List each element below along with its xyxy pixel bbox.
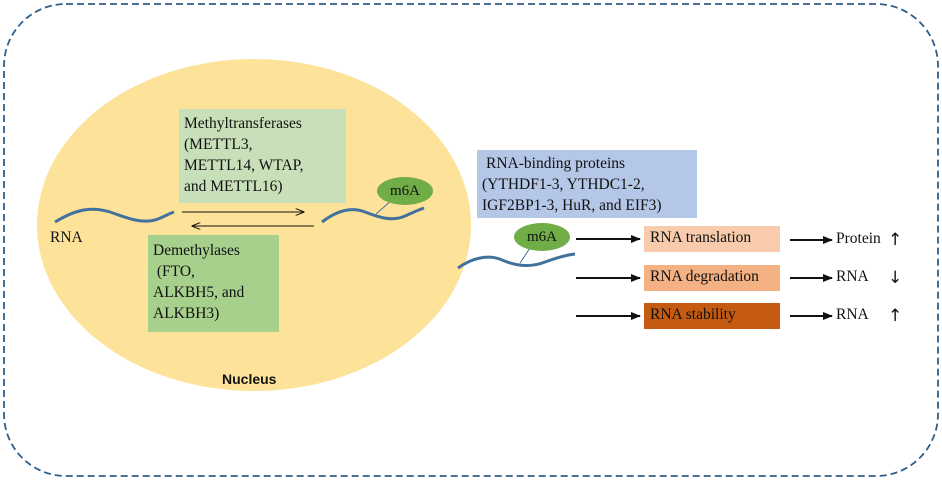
rbp-line: RNA-binding proteins [486, 155, 626, 172]
rna-binding-proteins-box: RNA-binding proteins (YTHDF1-3, YTHDC1-2… [477, 150, 697, 218]
up-arrow-icon: ↑ [888, 230, 903, 250]
result-rna-stability: RNA [836, 306, 869, 323]
m6a-marker-nucleus: m6A [377, 177, 433, 205]
methyltransferases-line: and METTL16) [184, 178, 283, 195]
rbp-line: (YTHDF1-3, YTHDC1-2, [482, 176, 645, 193]
demethylases-box: Demethylases (FTO, ALKBH5, and ALKBH3) [148, 235, 279, 332]
up-arrow-icon: ↑ [888, 306, 903, 326]
demethylases-line: ALKBH5, and [153, 284, 245, 301]
methyltransferases-line: METTL14, WTAP, [184, 157, 304, 174]
m6a-connector-cytoplasm [519, 247, 531, 264]
demethylases-line: ALKBH3) [153, 305, 220, 322]
methyltransferases-line: (METTL3, [184, 136, 253, 153]
rna-strand-cytoplasm [457, 252, 576, 270]
cell-border [3, 3, 939, 477]
down-arrow-icon: ↓ [888, 268, 903, 288]
nucleus-ellipse [37, 59, 471, 391]
methyltransferases-box: Methyltransferases (METTL3, METTL14, WTA… [179, 109, 346, 203]
result-rna-degradation: RNA [836, 268, 869, 285]
nucleus-label: Nucleus [222, 371, 277, 387]
methyltransferases-line: Methyltransferases [184, 115, 302, 132]
rna-label-nucleus: RNA [50, 229, 83, 246]
rbp-line: IGF2BP1-3, HuR, and EIF3) [482, 197, 662, 214]
outcome-translation: RNA translation [644, 226, 780, 252]
result-protein: Protein [836, 230, 881, 247]
outcome-degradation: RNA degradation [644, 265, 780, 291]
demethylases-line: Demethylases [153, 242, 240, 259]
demethylases-line: (FTO, [153, 263, 195, 280]
outcome-stability: RNA stability [644, 303, 780, 329]
rna-strand-left [54, 207, 175, 224]
m6a-marker-cytoplasm: m6A [514, 223, 570, 251]
rna-strand-methylated [321, 206, 425, 224]
